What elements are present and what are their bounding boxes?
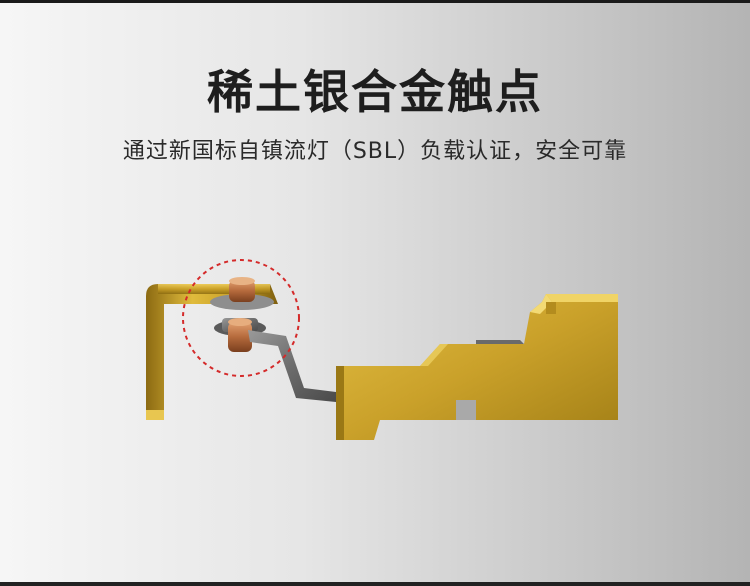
spring-arm [248,330,348,402]
page-title: 稀土银合金触点 [207,65,543,119]
top-divider [0,0,750,3]
terminal-body [336,294,618,440]
upper-contact-rivet [210,277,274,310]
bottom-divider [0,582,750,586]
highlight-circle [182,259,300,377]
page-subtitle: 通过新国标自镇流灯（SBL）负载认证，安全可靠 [122,139,628,164]
